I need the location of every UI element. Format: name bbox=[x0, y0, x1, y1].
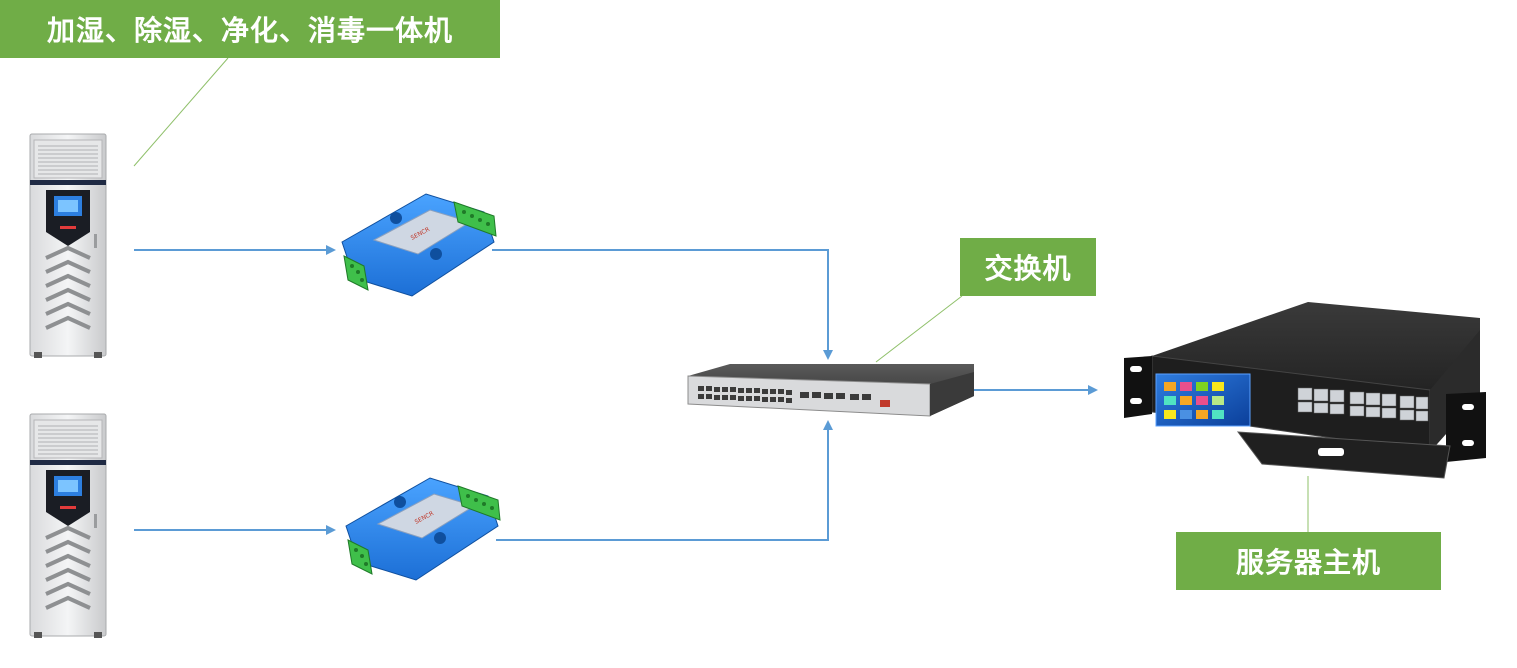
serial-converter-icon bbox=[345, 477, 501, 581]
air-treatment-cabinet-icon bbox=[28, 132, 108, 360]
air-treatment-cabinet-icon bbox=[28, 412, 108, 640]
unit-label: 加湿、除湿、净化、消毒一体机 bbox=[0, 0, 500, 58]
switch-label: 交换机 bbox=[960, 238, 1096, 296]
serial-converter-icon bbox=[341, 193, 497, 297]
rack-server-icon bbox=[1124, 302, 1486, 479]
server-label: 服务器主机 bbox=[1176, 532, 1441, 590]
network-switch-icon bbox=[687, 364, 974, 417]
